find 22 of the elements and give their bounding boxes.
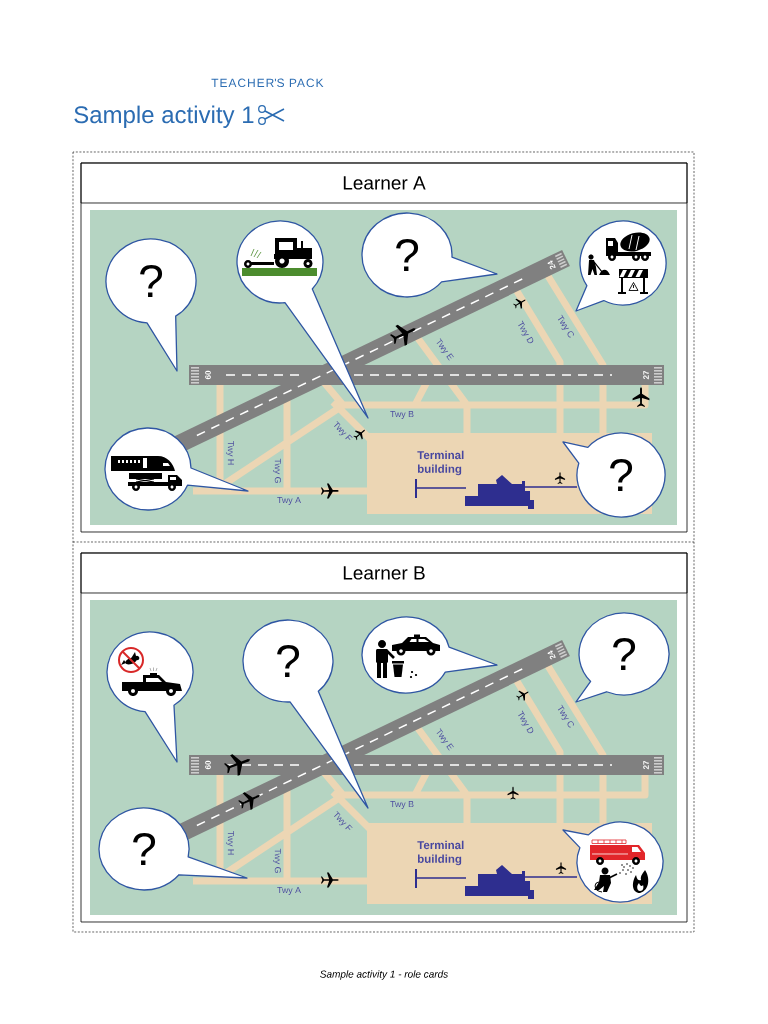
title: Sample activity 1 — [74, 105, 254, 128]
terminal-label: Terminal building — [417, 450, 464, 476]
card-heading: Learner B — [80, 552, 688, 594]
runway-number: 24 — [547, 260, 556, 270]
runway-number: 27 — [643, 760, 649, 770]
runway-number: 09 — [205, 760, 211, 770]
runway-number: 27 — [643, 370, 649, 380]
runway-number: 24 — [547, 650, 556, 660]
speech-bubble: ? — [575, 612, 670, 703]
speech-bubble: ? — [562, 432, 666, 518]
card-heading: Learner A — [80, 162, 688, 204]
speech-bubble: ? — [361, 212, 498, 298]
runway-number: 09 — [205, 370, 211, 380]
taxiway-label: Twy H — [226, 440, 234, 465]
taxiway-label: Twy G — [273, 458, 281, 483]
terminal-label: Terminal building — [417, 840, 464, 866]
taxiway-label: Twy G — [273, 848, 281, 873]
taxiway-label: Twy H — [226, 831, 234, 855]
speech-bubble: ? — [105, 238, 197, 372]
speech-bubble: ? — [242, 619, 369, 809]
pack-label: TEACHER'S PACK — [211, 78, 324, 88]
caption: Sample activity 1 - role cards — [320, 970, 448, 980]
